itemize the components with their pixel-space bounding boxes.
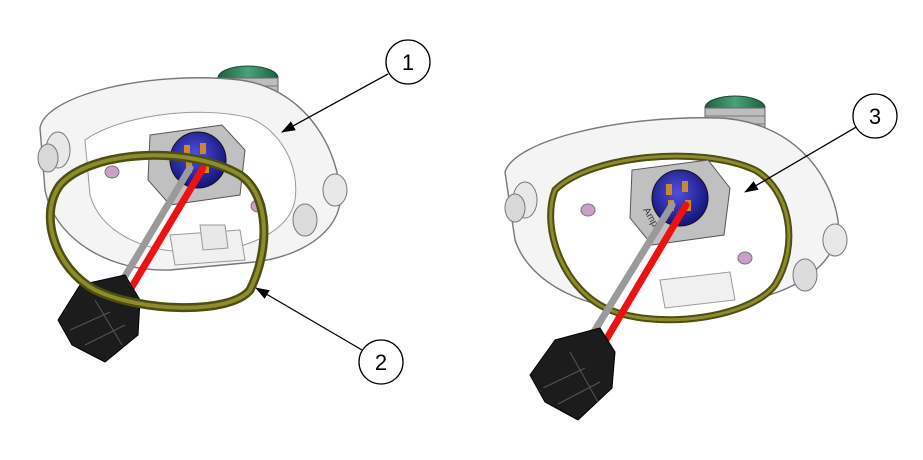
mounting-boss	[37, 131, 71, 173]
red-wire-left	[120, 164, 207, 304]
mounting-boss	[292, 173, 348, 237]
callout-2: 2	[255, 287, 404, 385]
mounting-boss	[504, 181, 538, 223]
connector-face-right: Amph	[629, 159, 731, 246]
gasket-loose-left	[45, 150, 269, 313]
right-assembly: Amph	[504, 95, 848, 421]
black-plug-right	[529, 327, 616, 421]
callout-label-2: 2	[375, 350, 387, 375]
gray-wire-left	[114, 164, 194, 292]
callout-label-3: 3	[869, 104, 881, 129]
red-wire-right	[596, 201, 690, 354]
callout-1: 1	[281, 39, 431, 133]
callout-label-1: 1	[402, 50, 414, 75]
gray-wire-right	[588, 201, 676, 339]
callout-3: 3	[744, 93, 898, 193]
mounting-boss	[792, 223, 848, 292]
left-assembly	[37, 65, 348, 363]
